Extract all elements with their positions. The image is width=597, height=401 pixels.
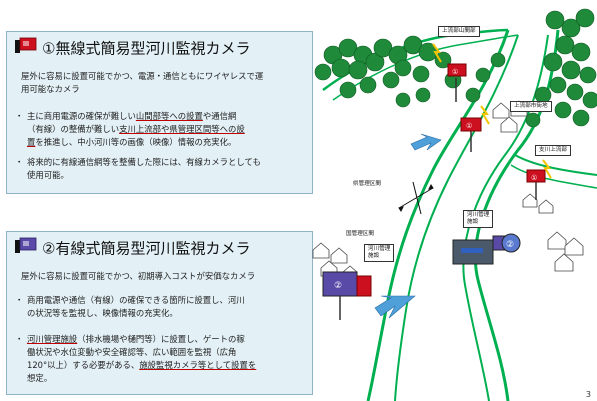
panel1-desc-line2: 用可能なカメラ (21, 84, 80, 94)
panel2-bullet-1: ・ 商用電源や通信（有線）の確保できる箇所に設置し、河川 の状況等を監視し、映像… (15, 294, 302, 320)
underlined-text: 施設監視カメラ等として設置を (139, 360, 257, 370)
panel2-bullet2-line4: 想定。 (27, 373, 53, 383)
text-run: （排水機場や樋門等）に設置し、ゲートの稼 (77, 334, 245, 344)
camera-number-1: ① (531, 174, 537, 182)
facility-left-line2: 施設 (368, 253, 380, 259)
facility-right-line1: 河川管理 (467, 212, 490, 218)
panel2-title-text: ②有線式簡易型河川監視カメラ (42, 239, 251, 258)
river-inner-left (394, 34, 519, 401)
bullet-dot: ・ (15, 334, 24, 344)
camera-2-right-facility (501, 233, 521, 253)
wired-camera-title: ②有線式簡易型河川監視カメラ (14, 235, 250, 261)
red-camera-icon (14, 35, 40, 61)
underlined-text: 河川管理施設 (27, 334, 78, 344)
label-pref-section: 県管理区間 (353, 181, 381, 187)
camera-number-1: ① (466, 122, 472, 130)
camera-number-2: ② (506, 240, 514, 250)
page-number: 3 (585, 390, 591, 399)
text-run: を推進し、中小河川等の画像（映像）情報の充実化。 (35, 137, 237, 147)
text-run: 主に商用電源の確保が難しい (27, 111, 136, 121)
camera-number-2: ② (334, 281, 342, 291)
flow-arrow-lower (374, 295, 416, 319)
label-upper-town: 上流部市街地 (510, 101, 552, 112)
tributary-2 (510, 164, 597, 189)
text-run: や通信網 (202, 111, 237, 121)
facility-right-line2: 施設 (467, 219, 479, 225)
panel2-bullet1-line2: の状況等を監視し、映像情報の充実化。 (27, 308, 178, 318)
panel2-bullet-2: ・ 河川管理施設（排水機場や樋門等）に設置し、ゲートの稼 働状況や水位変動や安全… (15, 333, 302, 385)
text-run: （有線）の整備が難しい (27, 124, 120, 134)
underlined-text: 支川上流部や県管理区間等への設 (119, 124, 245, 134)
panel1-bullet-2: ・ 将来的に有線通信網等を整備した際には、有線カメラとしても 使用可能。 (15, 156, 302, 182)
panel1-title-text: ①無線式簡易型河川監視カメラ (42, 39, 251, 58)
wireless-camera-panel: ①無線式簡易型河川監視カメラ 屋外に容易に設置可能でかつ、電源・通信ともにワイヤ… (6, 31, 313, 194)
label-upper-mountain: 上流部山間部 (438, 26, 480, 37)
bullet-dot: ・ (15, 157, 24, 167)
text-run: 120°以上）する必要がある、 (27, 360, 140, 370)
bullet-dot: ・ (15, 111, 24, 121)
facility-left-line1: 河川管理 (368, 246, 391, 252)
forest-trees (314, 8, 597, 128)
label-facility-right: 河川管理 施設 (463, 210, 494, 228)
river-scene-illustration: ① ① ① ② ② (312, 8, 597, 401)
panel2-bullet1-line1: 商用電源や通信（有線）の確保できる箇所に設置し、河川 (27, 295, 245, 305)
camera-2-left-facility (322, 271, 372, 320)
label-facility-left: 河川管理 施設 (364, 244, 395, 262)
panel1-bullet2-line1: 将来的に有線通信網等を整備した際には、有線カメラとしても (27, 157, 261, 167)
panel1-bullet2-line2: 使用可能。 (27, 170, 69, 180)
camera-1-branch-upper (526, 159, 552, 200)
camera-1-upper-town (460, 105, 490, 152)
panel2-description: 屋外に容易に設置可能でかつ、初期導入コストが安価なカメラ (21, 271, 256, 281)
underlined-text: 山間部等への設置 (135, 111, 203, 121)
purple-camera-icon (14, 235, 40, 261)
panel1-bullet-1: ・ 主に商用電源の確保が難しい山間部等への設置や通信網 （有線）の整備が難しい支… (15, 110, 302, 149)
wired-camera-panel: ②有線式簡易型河川監視カメラ 屋外に容易に設置可能でかつ、初期導入コストが安価な… (6, 231, 313, 395)
section-boundary-arrow (398, 181, 434, 215)
camera-1-upper-mountain (432, 43, 467, 102)
wireless-camera-title: ①無線式簡易型河川監視カメラ (14, 35, 250, 61)
label-national-section: 国管理区間 (346, 231, 374, 237)
panel2-bullet2-line2: 働状況や水位変動や安全確認等、広い範囲を監視（広角 (27, 347, 237, 357)
underlined-text: 置 (27, 137, 36, 147)
camera-number-1: ① (452, 68, 458, 76)
flow-arrow-upper (410, 133, 442, 151)
river-facility-right (452, 235, 510, 265)
label-branch-upper: 支川上流部 (535, 145, 571, 156)
panel1-description: 屋外に容易に設置可能でかつ、電源・通信ともにワイヤレスで運 用可能なカメラ (21, 70, 302, 96)
panel1-desc-line1: 屋外に容易に設置可能でかつ、電源・通信ともにワイヤレスで運 (21, 71, 264, 81)
bullet-dot: ・ (15, 295, 24, 305)
